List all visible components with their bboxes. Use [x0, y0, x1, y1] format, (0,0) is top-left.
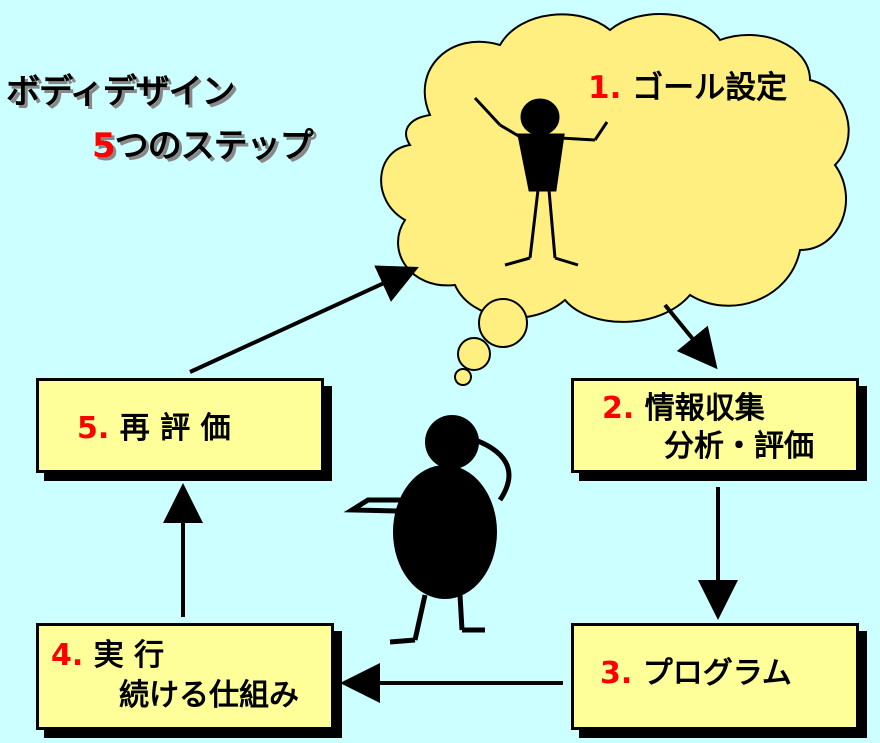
thought-cloud: [380, 13, 850, 323]
step-1-label: 1. ゴール設定: [588, 70, 787, 107]
step-5-label: 5. 再 評 価: [77, 411, 231, 447]
title-line-2: 5つのステップ: [92, 118, 314, 167]
thought-bubbles: [454, 298, 528, 386]
step-4-text-line-2: 続ける仕組み: [119, 678, 299, 713]
step-1-number: 1.: [588, 70, 622, 106]
step-3-label: 3. プログラム: [600, 656, 792, 692]
step-5-text: 再 評 価: [119, 411, 231, 446]
step-2-line-1: 2. 情報収集: [602, 391, 765, 427]
title-line-2-text: つのステップ: [114, 126, 314, 166]
step-4-line-1: 4. 実 行: [51, 638, 164, 674]
step-2-text-line-2: 分析・評価: [664, 429, 814, 464]
step-1-text: ゴール設定: [632, 70, 788, 106]
title-line-1: ボディデザイン: [6, 72, 236, 112]
flow-arrows: [163, 265, 738, 703]
step-5-box: 5. 再 評 価: [36, 378, 324, 473]
arrow-cloud-to-info: [663, 303, 718, 370]
thinking-figure-icon: [343, 415, 512, 645]
step-3-text: プログラム: [642, 656, 792, 691]
step-4-box: 4. 実 行 続ける仕組み: [36, 623, 334, 730]
goal-stick-figure-icon: [473, 96, 609, 267]
step-2-box: 2. 情報収集 分析・評価: [571, 378, 859, 473]
step-3-number: 3.: [600, 656, 633, 691]
step-2-text-line-1: 情報収集: [644, 391, 765, 426]
step-4-text-line-1: 実 行: [93, 638, 165, 673]
arrow-reevaluate-to-cloud: [189, 265, 419, 374]
step-2-number: 2.: [602, 391, 635, 426]
step-3-box: 3. プログラム: [571, 623, 859, 730]
step-5-number: 5.: [77, 411, 110, 446]
step-4-number: 4.: [51, 638, 84, 673]
title-step-count: 5: [92, 126, 116, 166]
